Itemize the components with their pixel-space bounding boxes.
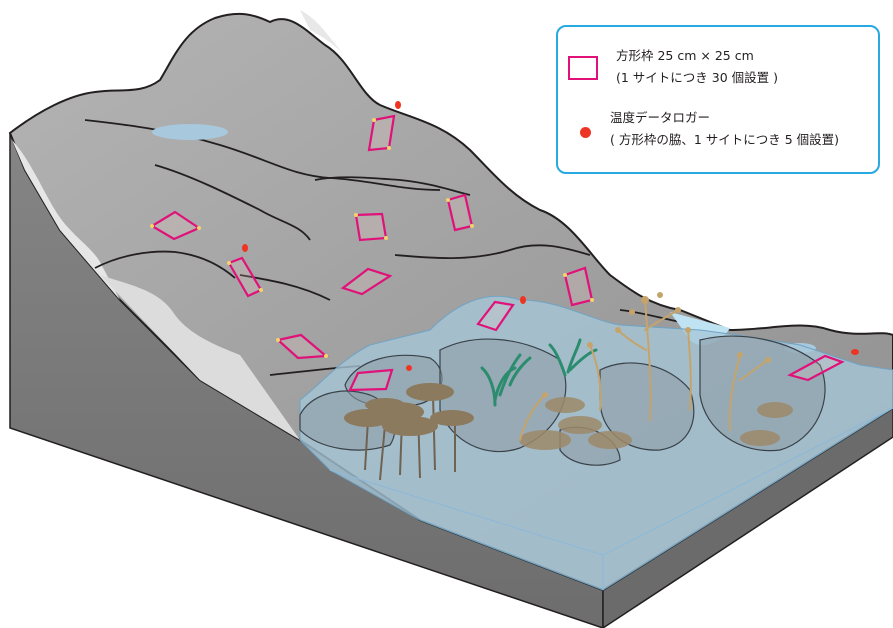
tide-pool (152, 124, 228, 140)
legend-logger-label: 温度データロガー (610, 110, 711, 125)
water-edge (329, 407, 893, 590)
algae-tan-buds (542, 292, 771, 398)
algae-green (480, 338, 598, 407)
temperature-loggers (242, 101, 859, 371)
quadrat (354, 212, 388, 242)
legend-quadrat-label: 方形枠 25 cm × 25 cm (616, 48, 754, 63)
rock-highlight (100, 275, 300, 440)
quadrat (340, 267, 393, 296)
logger (520, 296, 526, 304)
logger (242, 244, 248, 252)
quadrat-corner-markers (150, 118, 594, 358)
square-quadrat-icon (568, 56, 598, 80)
legend: 方形枠 25 cm × 25 cm (1 サイトにつき 30 個設置 ) 温度デ… (556, 25, 880, 174)
quadrat (476, 300, 515, 332)
terrace-lines (84, 119, 681, 376)
logger (395, 101, 401, 109)
quadrat (787, 354, 845, 382)
quadrats (149, 114, 845, 392)
red-dot-icon (580, 127, 591, 138)
logger (406, 365, 412, 371)
rock-highlight (300, 10, 345, 55)
quadrat (348, 368, 394, 392)
logger (851, 349, 859, 355)
kelp-brown-fronds-back (519, 397, 793, 450)
kelp-brown-fronds (344, 383, 474, 436)
legend-quadrat-detail: (1 サイトにつき 30 個設置 ) (616, 70, 779, 85)
algae-tan (519, 299, 769, 441)
rock-highlight (12, 140, 120, 300)
legend-logger-detail: ( 方形枠の脇、1 サイトにつき 5 個設置) (610, 132, 840, 147)
